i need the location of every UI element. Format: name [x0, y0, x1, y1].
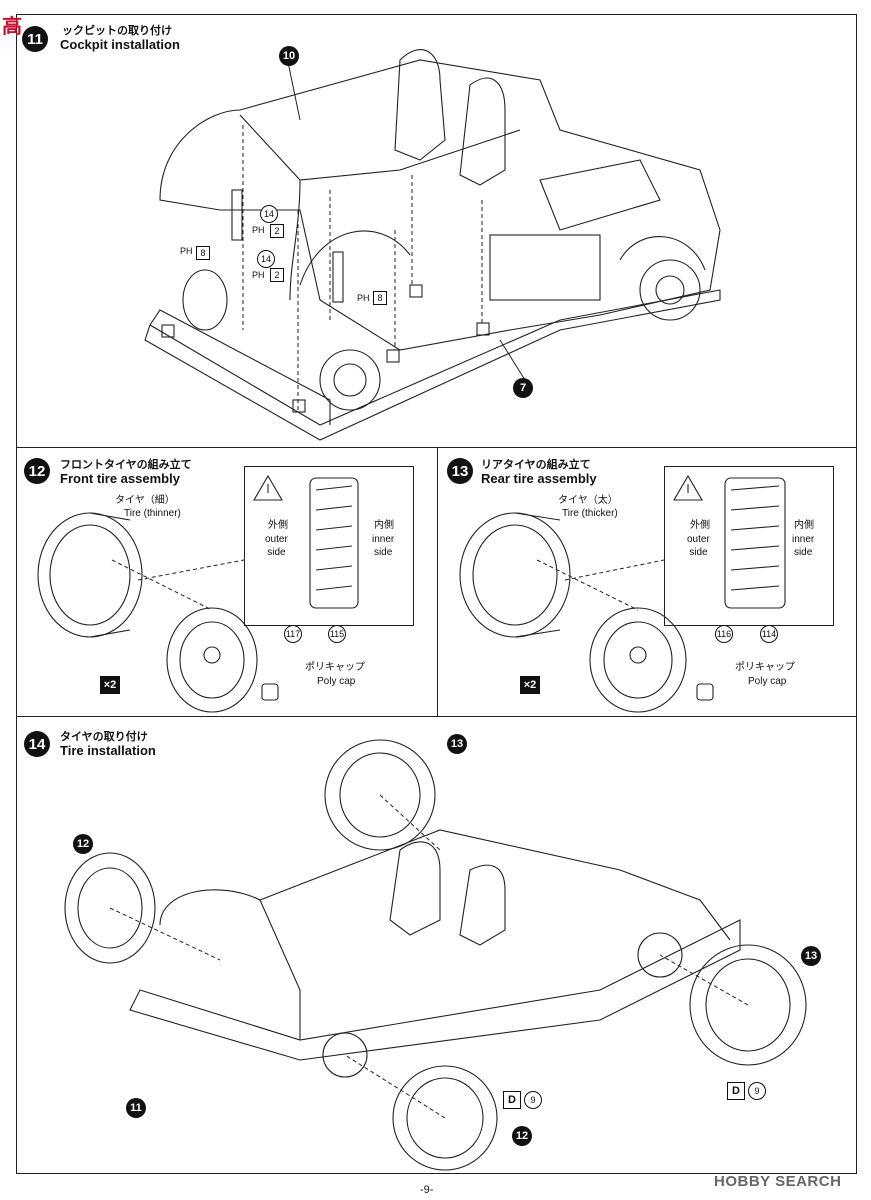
- step-13-inner-en: inner side: [792, 534, 815, 558]
- step-13-outer-en: outer side: [687, 534, 710, 558]
- step-13-tire-ja: タイヤ（太）: [558, 495, 618, 506]
- ph-label-c: PH: [252, 270, 265, 280]
- part-d9-bottom: 9: [524, 1091, 542, 1109]
- part-d-label-right: D: [727, 1082, 745, 1100]
- step-13-polycap-ja: ポリキャップ: [735, 662, 795, 673]
- step-11-title-en: Cockpit installation: [60, 37, 180, 52]
- divider-middle: [16, 716, 857, 718]
- step-13-outer-ja: 外側: [690, 520, 710, 531]
- step-13-badge: 13: [447, 458, 473, 484]
- step-12-polycap-en: Poly cap: [317, 676, 356, 687]
- step-14-title-ja: タイヤの取り付け: [60, 730, 148, 743]
- step-13-inner-ja: 内側: [794, 520, 814, 531]
- step-13-qty: ×2: [520, 676, 540, 694]
- page-frame: [16, 14, 857, 1174]
- part-14-a: 14: [260, 205, 278, 223]
- step-13-title-ja: リアタイヤの組み立て: [481, 458, 591, 471]
- callout-13-top: 13: [447, 734, 467, 754]
- callout-10: 10: [279, 46, 299, 66]
- ph-count-a: 8: [196, 246, 210, 260]
- part-d9-right: 9: [748, 1082, 766, 1100]
- divider-top: [16, 447, 857, 449]
- callout-11: 11: [126, 1098, 146, 1118]
- step-14-title-en: Tire installation: [60, 743, 156, 758]
- ph-label-a: PH: [180, 246, 193, 256]
- callout-12-bottom: 12: [512, 1126, 532, 1146]
- step-12-outer-en: outer side: [265, 534, 288, 558]
- step-12-qty: ×2: [100, 676, 120, 694]
- step-12-part-b: 115: [328, 625, 346, 643]
- divider-vertical: [437, 447, 439, 716]
- step-13-tire-en: Tire (thicker): [562, 508, 618, 519]
- step-13-part-b: 114: [760, 625, 778, 643]
- ph-label-d: PH: [357, 293, 370, 303]
- step-12-title-ja: フロントタイヤの組み立て: [60, 458, 192, 471]
- ph-count-c: 2: [270, 268, 284, 282]
- page-number: -9-: [420, 1184, 434, 1196]
- ph-count-b: 2: [270, 224, 284, 238]
- step-12-polycap-ja: ポリキャップ: [305, 662, 365, 673]
- step-11-badge: 11: [22, 26, 48, 52]
- step-12-inner-en: inner side: [372, 534, 395, 558]
- step-12-part-a: 117: [284, 625, 302, 643]
- ph-label-b: PH: [252, 225, 265, 235]
- corner-logo: 高: [2, 16, 22, 38]
- step-12-tire-en: Tire (thinner): [124, 508, 181, 519]
- step-12-outer-ja: 外側: [268, 520, 288, 531]
- callout-12-left: 12: [73, 834, 93, 854]
- step-12-tire-ja: タイヤ（細）: [115, 495, 175, 506]
- callout-7: 7: [513, 378, 533, 398]
- step-14-badge: 14: [24, 731, 50, 757]
- step-12-title-en: Front tire assembly: [60, 471, 180, 486]
- step-13-part-a: 116: [715, 625, 733, 643]
- step-13-title-en: Rear tire assembly: [481, 471, 597, 486]
- hobby-search-watermark: HOBBY SEARCH: [714, 1173, 842, 1190]
- step-13-polycap-en: Poly cap: [748, 676, 787, 687]
- step-13-tire-orientation-box: [664, 466, 834, 626]
- part-d-label-bottom: D: [503, 1091, 521, 1109]
- part-14-b: 14: [257, 250, 275, 268]
- callout-13-right: 13: [801, 946, 821, 966]
- step-12-tire-orientation-box: [244, 466, 414, 626]
- step-12-badge: 12: [24, 458, 50, 484]
- step-12-inner-ja: 内側: [374, 520, 394, 531]
- ph-count-d: 8: [373, 291, 387, 305]
- step-11-title-ja: ックピットの取り付け: [62, 24, 172, 37]
